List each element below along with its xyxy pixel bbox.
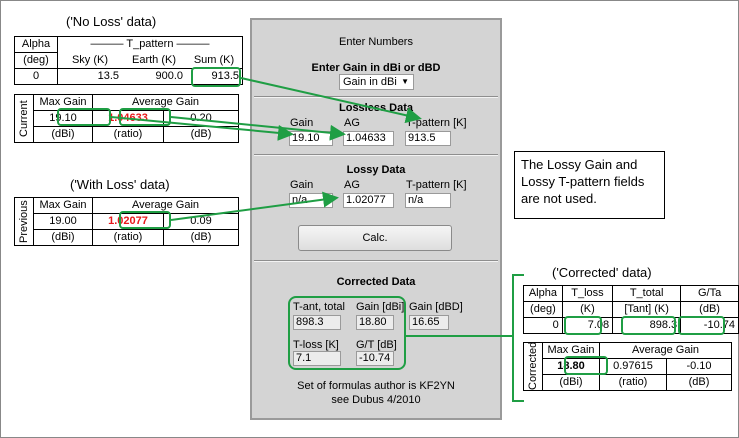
lossy-gain-label: Gain [290, 179, 314, 191]
earth-value: 900.0 [122, 68, 186, 85]
corrected-gain-table: Corrected Max Gain Average Gain 18.80 0.… [523, 342, 732, 391]
lossless-gain-label: Gain [290, 117, 314, 129]
gain-unit-select[interactable]: Gain in dBi ▼ [339, 74, 414, 90]
corr-values-table: Alpha T_loss T_total G/Ta (deg) (K) [Tan… [523, 285, 739, 334]
separator [254, 96, 498, 98]
deg-header: (deg) [14, 52, 58, 69]
ttotal-highlight [621, 316, 676, 335]
corrected-heading: Corrected Data [336, 276, 416, 288]
earth-header: Earth (K) [122, 52, 186, 69]
corr-deg-header: (deg) [523, 301, 563, 318]
previous-table: Previous Max Gain Average Gain 19.00 1.0… [14, 197, 239, 246]
gt-output [356, 351, 394, 366]
tant-output [293, 315, 341, 330]
prev-maxgain-header: Max Gain [33, 197, 93, 214]
dropdown-arrow-icon: ▼ [401, 77, 409, 86]
prev-ag-to-lossy-ag-arrow [170, 191, 339, 221]
lossless-ag-label: AG [344, 117, 360, 129]
corr-k-header: (K) [561, 301, 614, 318]
gain-dbd-output [409, 315, 449, 330]
ag-to-lossless-ag-arrow [170, 116, 346, 141]
author-line: Set of formulas author is KF2YN [297, 380, 455, 392]
separator [254, 154, 498, 156]
gain-dbd-label: Gain [dBD] [409, 301, 463, 313]
lossless-tp-input[interactable] [405, 131, 451, 146]
corr-alpha-header: Alpha [523, 285, 563, 302]
gain-unit-value: Gain in dBi [343, 76, 397, 88]
sky-header: Sky (K) [57, 52, 122, 69]
gta-highlight [678, 316, 725, 335]
gain-dbi-output [356, 315, 394, 330]
previous-ag-highlight [119, 211, 171, 229]
corrected-caption: ('Corrected' data) [552, 265, 652, 280]
lossy-tp-input[interactable] [405, 193, 451, 208]
dialog-title: Enter Numbers [339, 36, 413, 48]
maxgain-to-gain-arrow [110, 116, 294, 141]
current-maxgain-highlight [57, 108, 111, 126]
alpha-header: Alpha [14, 36, 58, 53]
avggain-header: Average Gain [92, 94, 239, 111]
corrected-fields-highlight [288, 296, 406, 370]
tloss-label: T-loss [K] [293, 339, 339, 351]
tpattern-header: ——— T_pattern ——— [57, 36, 243, 53]
calc-button[interactable]: Calc. [298, 225, 452, 251]
lossless-ag-input[interactable] [343, 131, 394, 146]
noloss-table: Alpha ——— T_pattern ——— (deg) Sky (K) Ea… [14, 36, 243, 85]
tloss-output [293, 351, 341, 366]
unit-db: (dB) [163, 126, 239, 143]
sky-value: 13.5 [57, 68, 122, 85]
reference-line: see Dubus 4/2010 [331, 394, 421, 406]
gt-label: G/T [dB] [356, 339, 397, 351]
prev-avggain-header: Average Gain [92, 197, 239, 214]
corr-unit-ratio: (ratio) [599, 374, 667, 391]
with-loss-caption: ('With Loss' data) [70, 177, 170, 192]
lossy-tp-label: T-pattern [K] [406, 179, 467, 191]
tloss-highlight [564, 316, 602, 335]
corr-tloss-header: T_loss [561, 285, 614, 302]
maxgain-header: Max Gain [33, 94, 93, 111]
corrected-maxgain-highlight [564, 356, 608, 375]
note-box: The Lossy Gain and Lossy T-pattern field… [514, 151, 665, 219]
sum-to-tpattern-arrow [240, 77, 422, 124]
sum-header: Sum (K) [186, 52, 243, 69]
corr-unit-db: (dB) [666, 374, 732, 391]
prev-unit-ratio: (ratio) [92, 229, 164, 246]
tant-label: T-ant, total [293, 301, 345, 313]
unit-ratio: (ratio) [92, 126, 164, 143]
gain-dbi-label: Gain [dBi] [356, 301, 405, 313]
prev-unit-db: (dB) [163, 229, 239, 246]
separator [254, 260, 498, 262]
prev-unit-dbi: (dBi) [33, 229, 93, 246]
alpha-value: 0 [14, 68, 58, 85]
gain-heading: Enter Gain in dBi or dBD [311, 62, 441, 74]
corrected-bracket [512, 274, 524, 402]
lossy-ag-input[interactable] [343, 193, 394, 208]
unit-dbi: (dBi) [33, 126, 93, 143]
corr-gta-header: G/Ta [680, 285, 739, 302]
sum-highlight [191, 67, 241, 87]
sum-value: 913.5 [186, 68, 243, 85]
no-loss-caption: ('No Loss' data) [66, 14, 157, 29]
lossy-heading: Lossy Data [346, 164, 406, 176]
corr-tant-header: [Tant] (K) [612, 301, 682, 318]
lossy-ag-label: AG [344, 179, 360, 191]
